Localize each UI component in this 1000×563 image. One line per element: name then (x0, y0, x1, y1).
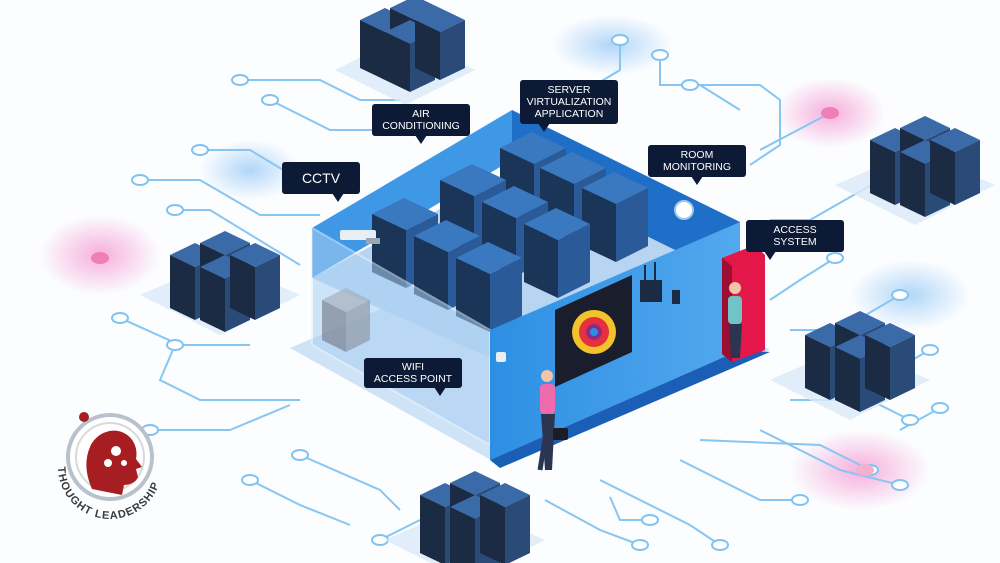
monitor-icon (555, 275, 632, 387)
label-room-monitoring: ROOM MONITORING (648, 145, 746, 185)
server-cluster-right-top (835, 116, 995, 225)
label-air-conditioning: AIR CONDITIONING (372, 104, 470, 144)
cctv-camera-icon (340, 230, 380, 244)
server-racks-interior (372, 132, 648, 332)
server-cluster-bottom (385, 471, 545, 563)
server-cluster-top (335, 0, 475, 105)
label-wifi-access-point: WIFI ACCESS POINT (364, 358, 462, 396)
person-icon-walking (537, 370, 568, 471)
brain-head-icon: THOUGHT LEADERSHIP (55, 412, 161, 522)
label-access-system: ACCESS SYSTEM (746, 220, 844, 260)
label-server-virtualization: SERVER VIRTUALIZATION APPLICATION (520, 80, 618, 132)
background-glows (40, 15, 970, 510)
server-cluster-left (140, 231, 300, 335)
data-center-room (290, 110, 770, 468)
access-point-icon (640, 262, 662, 302)
thought-leadership-logo: THOUGHT LEADERSHIP (50, 405, 170, 535)
highlight-nodes (91, 107, 874, 476)
briefcase-icon (553, 428, 568, 440)
label-cctv: CCTV (282, 162, 360, 202)
server-cluster-right-bottom (770, 311, 930, 420)
person-icon-at-door (728, 282, 742, 358)
circuit-nodes (111, 34, 949, 551)
ups-units (322, 288, 370, 352)
server-rack-icon (360, 0, 465, 92)
